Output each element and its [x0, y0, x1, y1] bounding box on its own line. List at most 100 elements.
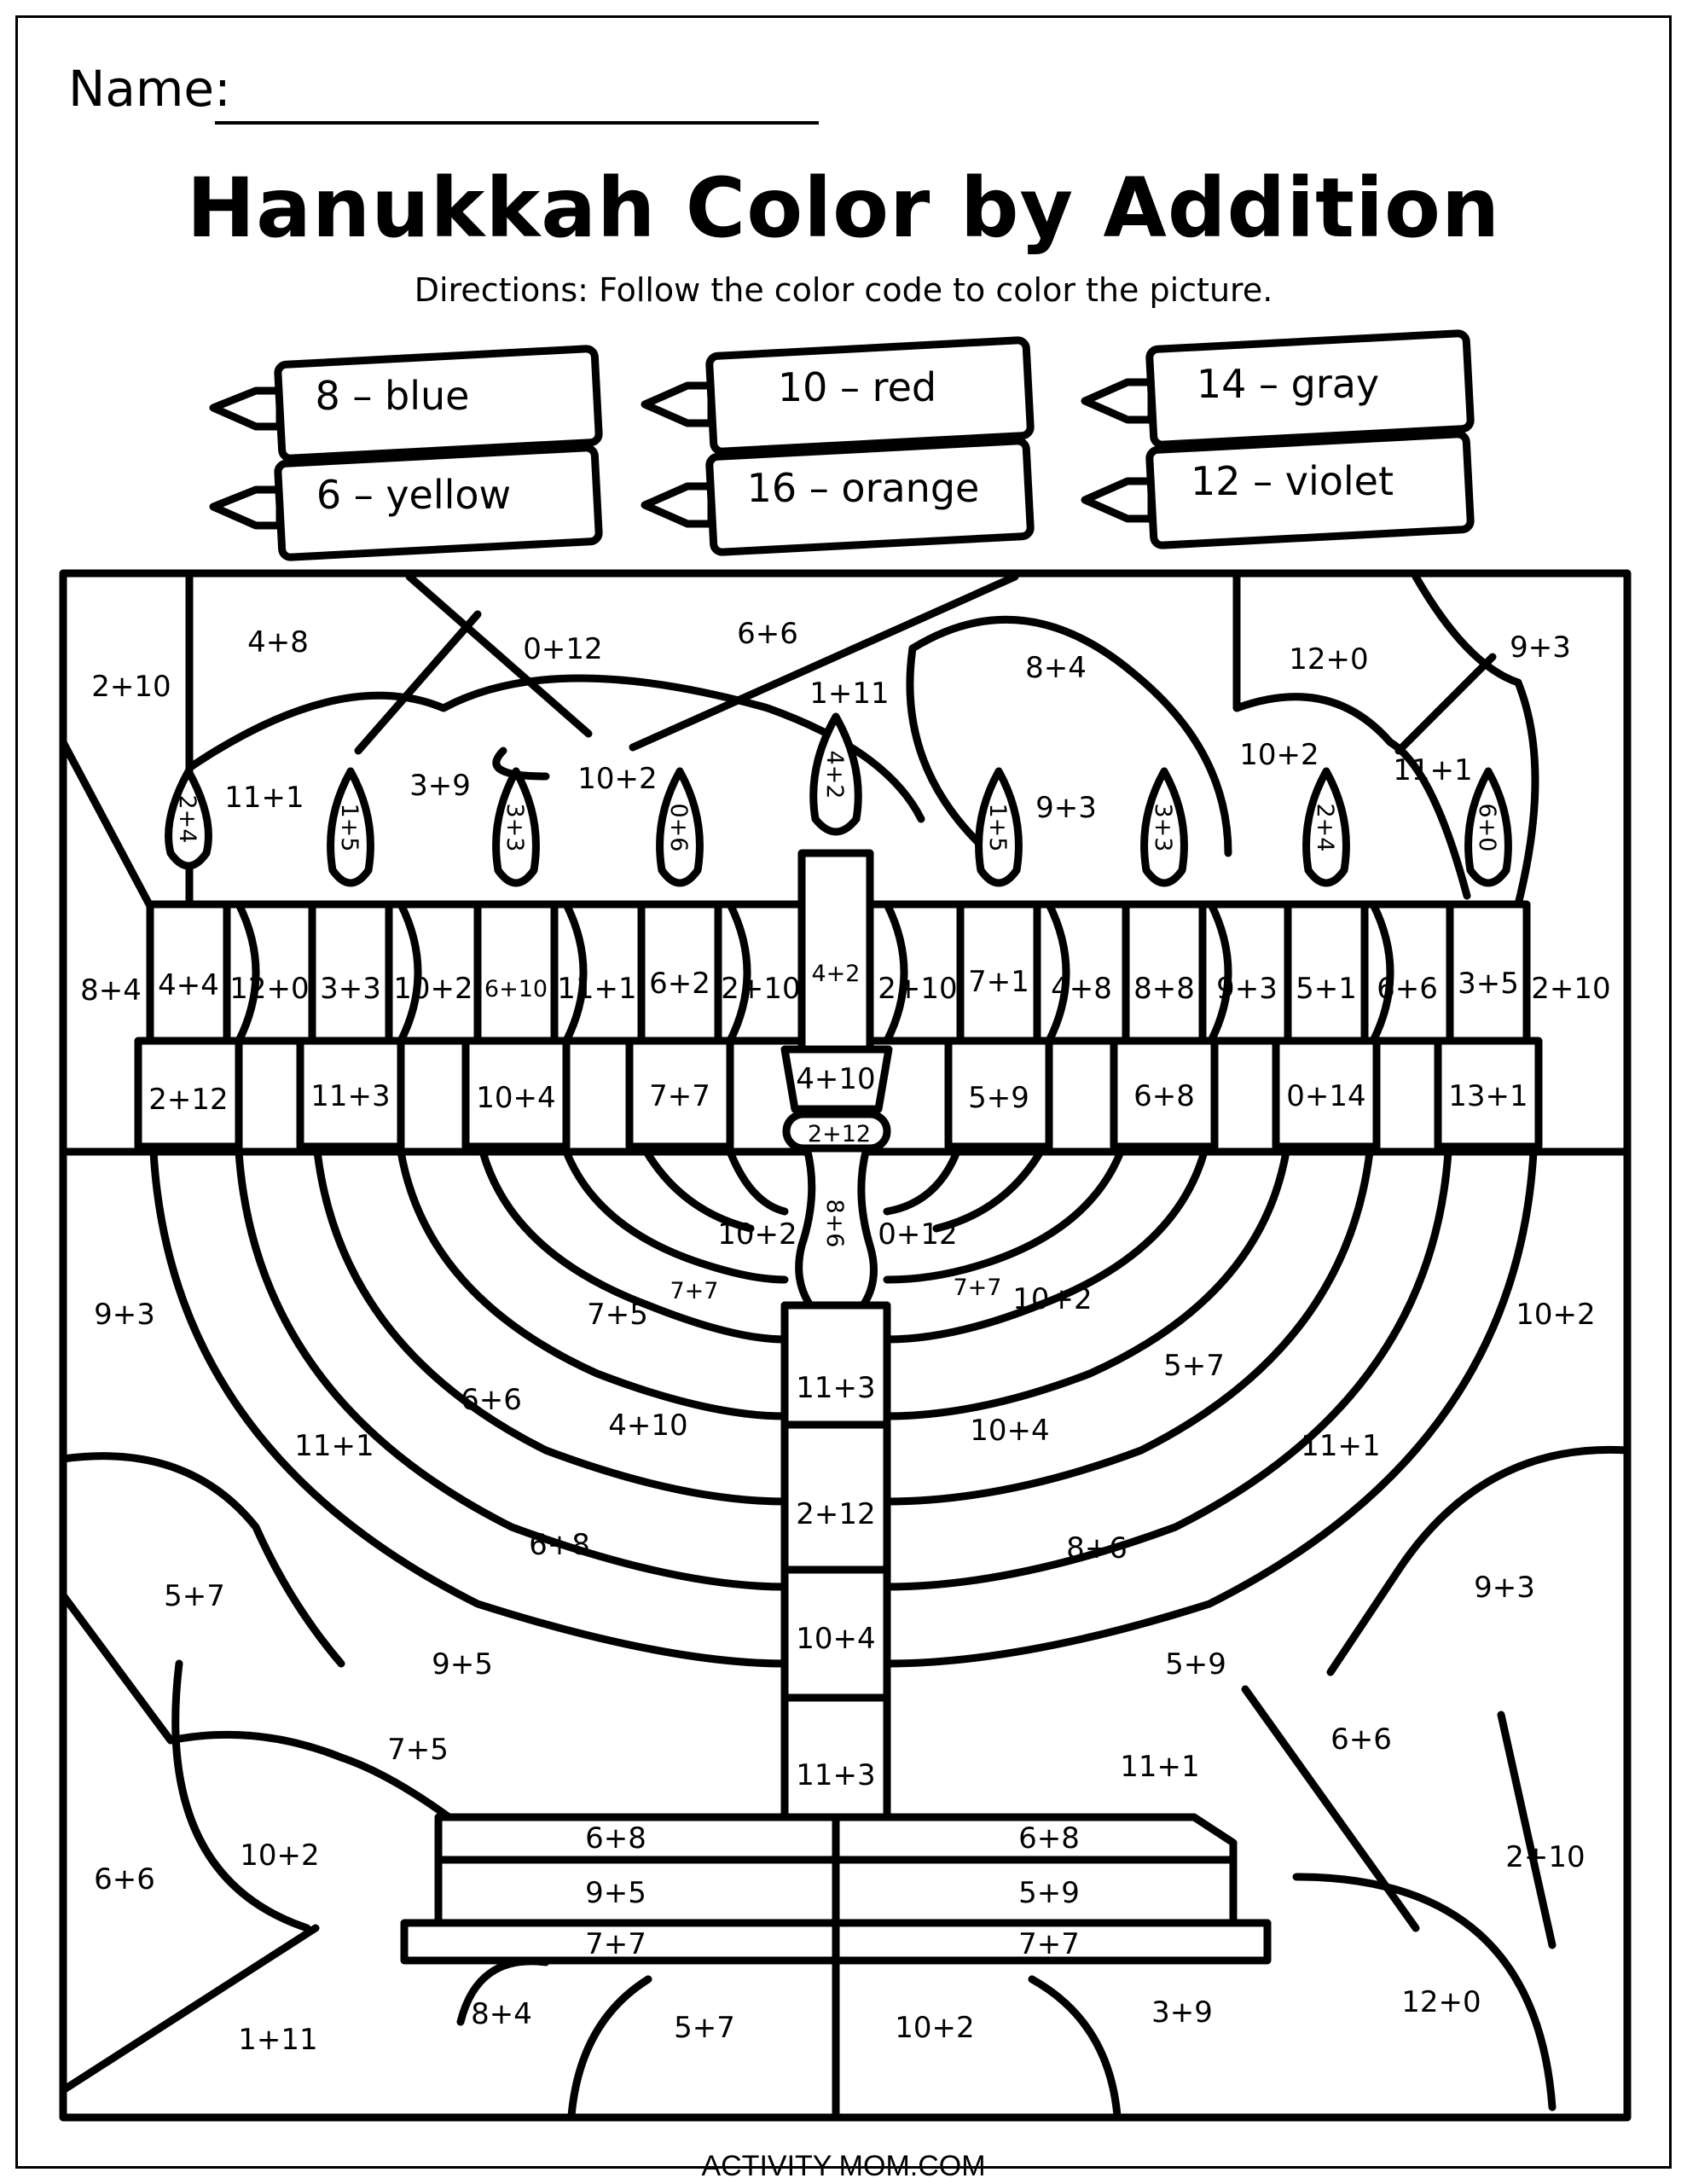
legend-label: 16 – orange	[747, 465, 980, 511]
marker-16-orange: 16 – orange	[641, 437, 1035, 556]
flame-equation: 3+3	[501, 804, 528, 852]
marker-body	[274, 345, 603, 462]
region-equation: 3+9	[1151, 1995, 1213, 2030]
region-equation: 11+1	[557, 972, 636, 1006]
page-border	[15, 15, 1672, 2169]
region-equation: 11+1	[1393, 753, 1472, 787]
candle-4	[637, 900, 722, 1045]
region-equation: 10+4	[970, 1414, 1049, 1448]
candle-row	[134, 849, 1543, 1153]
legend-label: 6 – yellow	[316, 472, 511, 518]
holder-1	[134, 1037, 243, 1151]
region-equation: 10+4	[796, 1622, 875, 1656]
footer-site: ACTIVITY-MOM.COM	[701, 2150, 986, 2182]
region-equation: 6+8	[1133, 1079, 1195, 1113]
region-equation: 8+4	[80, 973, 142, 1008]
marker-8-blue: 8 – blue	[209, 345, 603, 462]
marker-12-violet: 12 – violet	[1081, 430, 1475, 549]
region-equation: 10+2	[1516, 1298, 1595, 1332]
region-equation: 4+4	[158, 968, 219, 1002]
region-equation: 7+5	[587, 1298, 648, 1332]
worksheet-title: Hanukkah Color by Addition	[186, 160, 1501, 256]
holder-2	[296, 1037, 405, 1151]
region-equation: 8+6	[821, 1199, 848, 1248]
equations: 2+10 4+8 0+12 6+6 1+11 8+4 12+0 9+3 11+1…	[80, 617, 1611, 2057]
region-equation: 8+4	[1025, 651, 1087, 685]
flame-equation: 0+6	[665, 804, 692, 852]
flame-icon	[165, 767, 212, 870]
marker-body	[1145, 329, 1475, 449]
region-equation: 6+6	[94, 1862, 155, 1896]
flame-icon	[1140, 767, 1188, 887]
region-equation: 5+7	[674, 2011, 735, 2045]
region-equation: 7+1	[968, 965, 1029, 999]
legend-label: 14 – gray	[1197, 361, 1379, 407]
marker-6-yellow: 6 – yellow	[209, 444, 603, 561]
region-equation: 10+4	[476, 1081, 555, 1115]
region-equation: 6+6	[1330, 1722, 1392, 1757]
marker-14-gray: 14 – gray	[1081, 329, 1475, 449]
flame-equation: 4+2	[821, 751, 848, 799]
flame-icon	[1302, 767, 1350, 887]
region-equation: 6+2	[649, 967, 710, 1001]
region-equation: 5+1	[1296, 972, 1357, 1006]
region-equation: 5+7	[164, 1579, 225, 1613]
region-equation: 9+3	[1035, 791, 1097, 825]
region-equation: 9+5	[432, 1647, 493, 1682]
region-equation: 12+0	[1289, 642, 1368, 677]
region-equation: 7+7	[670, 1278, 719, 1304]
name-write-line[interactable]	[215, 121, 819, 125]
region-equation: 11+3	[796, 1371, 875, 1405]
flame-equation: 3+3	[1150, 804, 1176, 852]
region-equation: 6+6	[737, 617, 798, 651]
region-equation: 10+2	[577, 762, 657, 796]
holder-shamash	[780, 1045, 893, 1113]
region-equation: 11+3	[310, 1079, 390, 1113]
flame-icon	[327, 767, 374, 887]
candle-6	[1122, 900, 1207, 1045]
region-equation: 4+8	[1051, 972, 1112, 1006]
region-equation: 0+12	[523, 632, 602, 666]
region-equation: 10+2	[717, 1217, 797, 1252]
region-equation: 2+12	[796, 1497, 875, 1531]
region-equation: 3+3	[320, 972, 381, 1006]
region-equation: 8+8	[1133, 972, 1195, 1006]
legend-label: 8 – blue	[316, 373, 470, 419]
region-equation: 4+8	[247, 625, 309, 659]
region-equation: 4+10	[608, 1409, 687, 1443]
region-equation: 10+2	[1012, 1282, 1092, 1316]
region-equation: 6+10	[484, 976, 548, 1002]
region-equation: 9+3	[1474, 1571, 1535, 1605]
holder-3	[461, 1037, 571, 1151]
region-equation: 12+0	[1401, 1985, 1481, 2019]
region-equation: 6+6	[1377, 972, 1438, 1006]
region-equation: 5+7	[1163, 1349, 1225, 1383]
holder-6	[1110, 1037, 1219, 1151]
region-equation: 12+0	[229, 972, 309, 1006]
holder-7	[1272, 1037, 1381, 1151]
flames	[165, 712, 1512, 887]
region-equation: 11+1	[1120, 1750, 1199, 1784]
region-equation: 1+11	[809, 677, 889, 711]
flame-icon	[809, 712, 862, 836]
marker-body	[705, 336, 1035, 456]
region-equation: 2+10	[878, 972, 957, 1006]
flame-equation: 2+4	[174, 795, 200, 844]
menorah-base	[400, 1813, 1272, 1965]
candle-2	[308, 900, 393, 1045]
holder-8	[1434, 1037, 1543, 1151]
region-equation: 6+8	[529, 1528, 590, 1562]
holder-4	[625, 1037, 734, 1151]
region-equation: 2+10	[721, 972, 800, 1006]
color-code-legend: 8 – blue 10 – red 14 – gray 6 – yellow 1…	[209, 329, 1475, 561]
flame-equation: 1+5	[984, 804, 1011, 852]
flame-icon	[975, 767, 1023, 887]
region-equation: 9+3	[94, 1298, 155, 1332]
region-equation: 5+9	[968, 1081, 1029, 1115]
region-equation: 0+14	[1286, 1079, 1365, 1113]
menorah-arms	[149, 1144, 1538, 1838]
region-equation: 4+10	[796, 1062, 875, 1096]
region-equation: 11+1	[1301, 1429, 1380, 1463]
region-equation: 2+10	[1531, 972, 1610, 1006]
